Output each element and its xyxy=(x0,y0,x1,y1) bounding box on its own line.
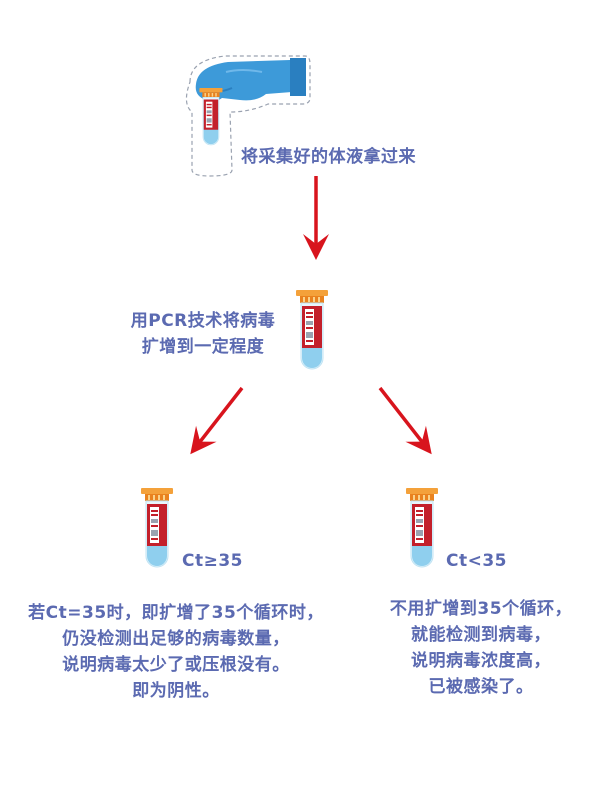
amplify-step-label: 用PCR技术将病毒 扩增到一定程度 xyxy=(118,308,288,360)
collect-step-label: 将采集好的体液拿过来 xyxy=(241,147,416,167)
amplify-line-1: 用PCR技术将病毒 xyxy=(130,311,276,331)
negative-line: 说明病毒太少了或压根没有。 xyxy=(62,655,290,675)
negative-line: 若Ct=35时，即扩增了35个循环时， xyxy=(28,603,324,623)
negative-description: 若Ct=35时，即扩增了35个循环时， 仍没检测出足够的病毒数量， 说明病毒太少… xyxy=(0,600,352,704)
positive-line: 说明病毒浓度高， xyxy=(411,651,551,671)
positive-line: 就能检测到病毒， xyxy=(411,625,551,645)
negative-line: 仍没检测出足够的病毒数量， xyxy=(62,629,290,649)
positive-tube-icon xyxy=(404,488,444,572)
negative-line: 即为阴性。 xyxy=(132,681,220,701)
negative-threshold: Ct≥35 xyxy=(182,551,244,571)
down-left-arrow-icon xyxy=(176,384,256,474)
positive-line: 不用扩增到35个循环， xyxy=(389,599,573,619)
positive-description: 不用扩增到35个循环， 就能检测到病毒， 说明病毒浓度高， 已被感染了。 xyxy=(370,596,592,700)
down-arrow-icon xyxy=(296,176,336,272)
positive-line: 已被感染了。 xyxy=(428,677,534,697)
positive-threshold: Ct<35 xyxy=(446,551,508,571)
test-tube-icon xyxy=(294,290,334,374)
collect-illustration xyxy=(170,42,320,182)
down-right-arrow-icon xyxy=(370,384,450,474)
amplify-line-2: 扩增到一定程度 xyxy=(141,337,265,357)
negative-tube-icon xyxy=(139,488,179,572)
